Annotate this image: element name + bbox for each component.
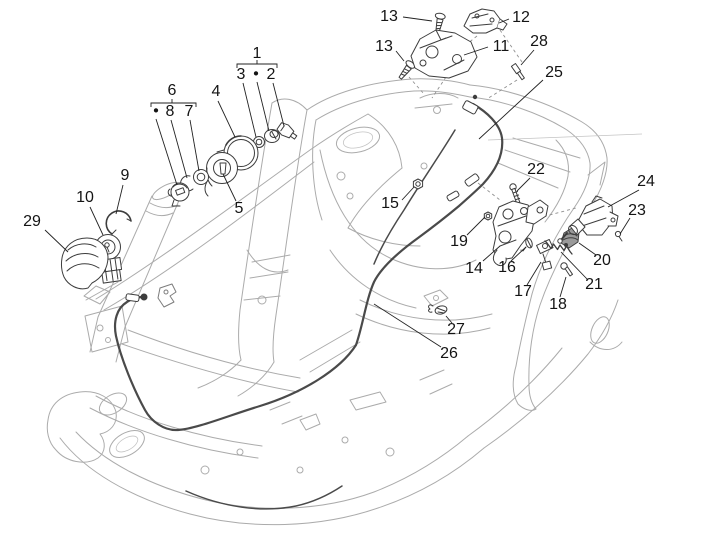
callout-11: 11 <box>492 38 510 55</box>
striker-plate-12 <box>463 8 508 34</box>
callout-29: 29 <box>23 213 41 230</box>
callout-28: 28 <box>530 33 548 50</box>
callout-19: 19 <box>450 233 468 250</box>
screw-18 <box>560 262 573 277</box>
saddle-latch-14 <box>492 199 549 266</box>
callout-21: 21 <box>585 276 603 293</box>
cable-ball-end <box>140 293 148 301</box>
scooter-frame-wireframe <box>46 78 643 526</box>
callout-26: 26 <box>440 345 458 362</box>
callout-13-bottom: 13 <box>375 38 393 55</box>
screw-13-top <box>434 12 446 34</box>
actuator-24 <box>557 195 619 244</box>
callout-1: 1 <box>252 45 262 62</box>
underseat-bucket <box>306 78 477 270</box>
nut-19 <box>483 211 493 221</box>
callout-25: 25 <box>545 64 563 81</box>
callout-18: 18 <box>549 296 567 313</box>
callout-5: 5 <box>234 200 244 217</box>
cable-run <box>113 102 504 432</box>
seat-release-cable <box>113 94 504 510</box>
shroud-29 <box>60 237 109 290</box>
key-2 <box>276 122 298 140</box>
callout-3: 3 <box>236 66 246 83</box>
saddle-lock-body-5 <box>204 152 238 197</box>
callout-14: 14 <box>465 260 483 277</box>
callout-13-top: 13 <box>380 8 398 25</box>
screw-13-bottom <box>398 60 416 80</box>
lever-17 <box>536 239 554 271</box>
pin-28 <box>510 62 525 81</box>
under-frame-details <box>269 249 493 425</box>
cable-inner-run <box>373 129 456 265</box>
variant-bullet-group6: • <box>153 102 159 120</box>
screw-22 <box>509 183 521 205</box>
cable-floor-run <box>185 485 343 510</box>
front-cable-hook-plate <box>157 283 177 308</box>
callout-2: 2 <box>266 66 276 83</box>
seat-lock-bracket-11 <box>410 29 478 79</box>
nut-15 <box>412 178 424 190</box>
exploded-parts <box>60 8 623 315</box>
lock-cylinder-1 <box>264 129 280 143</box>
lock-cap-6 <box>170 182 190 207</box>
washer-7 <box>193 169 209 185</box>
callout-27: 27 <box>447 321 465 338</box>
leader-lines <box>44 16 640 348</box>
callout-12: 12 <box>512 9 530 26</box>
frame-spine <box>197 98 308 397</box>
callout-20: 20 <box>593 252 611 269</box>
callout-9: 9 <box>120 167 130 184</box>
callout-17: 17 <box>514 283 532 300</box>
variant-bullet-group1: • <box>253 65 259 83</box>
callout-16: 16 <box>498 259 516 276</box>
c-cover-9 <box>105 210 132 235</box>
callout-23: 23 <box>628 202 646 219</box>
cable-top-nub <box>472 94 478 100</box>
callout-6: 6 <box>167 82 177 99</box>
screw-23 <box>614 230 623 242</box>
callout-4: 4 <box>211 83 221 100</box>
callout-24: 24 <box>637 173 655 190</box>
callout-8: 8 <box>165 103 175 120</box>
callout-22: 22 <box>527 161 545 178</box>
cable-clamp-27 <box>428 304 448 315</box>
callout-10: 10 <box>76 189 94 206</box>
callout-15: 15 <box>381 195 399 212</box>
callout-7: 7 <box>184 103 194 120</box>
